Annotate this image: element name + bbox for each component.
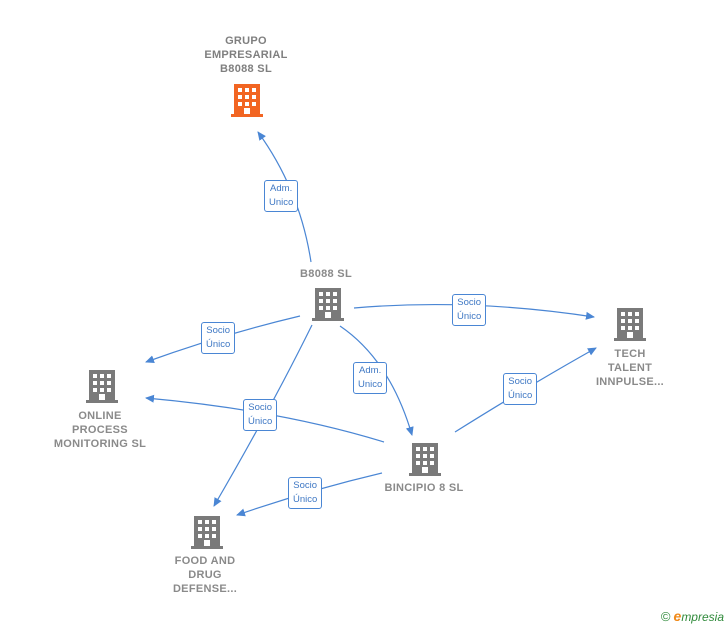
- edge-label-b8088-bincipio[interactable]: Adm. Unico: [353, 362, 388, 394]
- copyright-icon: ©: [660, 609, 671, 624]
- edge-label-b8088-tech[interactable]: Socio Único: [452, 294, 487, 326]
- building-icons: [86, 84, 646, 549]
- building-icon-grupo: [231, 84, 263, 117]
- edge-label-bincipio-online[interactable]: Socio Único: [243, 399, 278, 431]
- edge-label-bincipio-food[interactable]: Socio Único: [288, 477, 323, 509]
- edge-label-bincipio-tech[interactable]: Socio Único: [503, 373, 538, 405]
- building-icon-tech: [614, 308, 646, 341]
- brand-name: mpresia: [681, 610, 724, 624]
- edge-label-b8088-grupo[interactable]: Adm. Unico: [264, 180, 299, 212]
- node-label-tech[interactable]: TECH TALENT INNPULSE...: [595, 348, 665, 388]
- footer-brand: ©empresia: [661, 608, 724, 624]
- node-label-online[interactable]: ONLINE PROCESS MONITORING SL: [53, 410, 147, 450]
- building-icon-online: [86, 370, 118, 403]
- building-icon-b8088: [312, 288, 344, 321]
- building-icon-food: [191, 516, 223, 549]
- node-label-grupo[interactable]: GRUPO EMPRESARIAL B8088 SL: [204, 35, 288, 75]
- node-label-bincipio[interactable]: BINCIPIO 8 SL: [384, 482, 464, 494]
- node-label-food[interactable]: FOOD AND DRUG DEFENSE...: [172, 555, 238, 595]
- node-label-b8088[interactable]: B8088 SL: [300, 268, 352, 280]
- edge-label-b8088-online[interactable]: Socio Único: [201, 322, 236, 354]
- building-icon-bincipio: [409, 443, 441, 476]
- brand-logo-initial: e: [673, 608, 682, 624]
